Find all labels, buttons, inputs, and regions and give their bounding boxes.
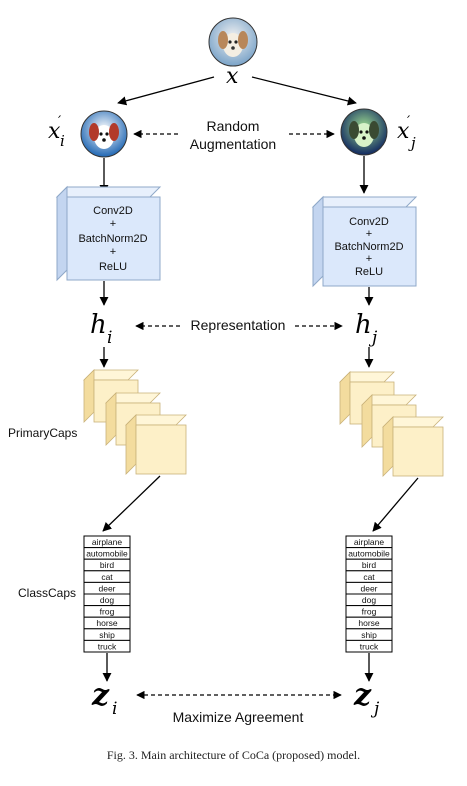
x-label: x xyxy=(226,64,239,89)
encoder-j-batchnorm: BatchNorm2D xyxy=(334,241,403,253)
classcaps-label: ClassCaps xyxy=(18,586,76,600)
augmented-image-i xyxy=(80,110,128,158)
arrow-x-to-xj xyxy=(251,76,357,106)
class-label-j: ship xyxy=(361,630,377,640)
class-label-i: ship xyxy=(99,630,115,640)
class-label-i: airplane xyxy=(92,537,123,547)
class-label-j: frog xyxy=(362,607,377,617)
class-label-j: bird xyxy=(362,560,376,570)
class-label-j: cat xyxy=(363,572,375,582)
hj-subscript: j xyxy=(368,328,378,348)
random-label: Random xyxy=(207,118,260,134)
class-label-i: deer xyxy=(98,583,115,593)
xj-label: x xyxy=(397,119,410,144)
encoder-j-plus2: + xyxy=(366,253,372,265)
arrow-primary-to-class-j xyxy=(372,477,419,532)
zj-subscript: j xyxy=(370,699,380,719)
representation-label: Representation xyxy=(191,317,286,333)
encoder-j-relu: ReLU xyxy=(355,266,383,278)
figure-caption: Fig. 3. Main architecture of CoCa (propo… xyxy=(106,748,361,762)
class-label-i: bird xyxy=(100,560,114,570)
primarycaps-label: PrimaryCaps xyxy=(8,426,77,440)
primary-capsules-i xyxy=(83,369,187,475)
class-label-i: truck xyxy=(98,641,117,651)
xi-label: x xyxy=(48,119,61,144)
class-label-i: horse xyxy=(96,618,118,628)
arrow-primary-to-class-i xyxy=(102,475,161,532)
zj-label: z xyxy=(353,678,372,713)
class-label-j: horse xyxy=(358,618,380,628)
hi-subscript: i xyxy=(107,328,112,348)
primary-capsules-j xyxy=(339,371,444,477)
encoder-block-i: Conv2D + BatchNorm2D + ReLU xyxy=(55,185,162,282)
class-label-i: automobile xyxy=(86,549,128,559)
zi-label: z xyxy=(91,678,110,713)
hj-label: h xyxy=(355,310,372,340)
class-cell-i xyxy=(83,639,131,653)
class-label-j: dog xyxy=(362,595,376,605)
encoder-j-plus1: + xyxy=(366,228,372,240)
class-label-j: truck xyxy=(360,641,379,651)
encoder-i-relu: ReLU xyxy=(99,261,127,273)
maximize-agreement-label: Maximize Agreement xyxy=(173,709,304,725)
arrow-x-to-xi xyxy=(117,76,215,106)
encoder-i-batchnorm: BatchNorm2D xyxy=(78,233,147,245)
class-label-i: frog xyxy=(100,607,115,617)
class-label-j: deer xyxy=(360,583,377,593)
class-label-i: cat xyxy=(101,572,113,582)
zi-subscript: i xyxy=(112,699,117,719)
encoder-block-j: Conv2D + BatchNorm2D + ReLU xyxy=(311,195,418,288)
class-cell-j xyxy=(345,639,393,653)
augmented-image-j xyxy=(340,108,388,156)
input-image xyxy=(208,17,258,67)
encoder-i-conv2d: Conv2D xyxy=(93,205,133,217)
class-label-j: automobile xyxy=(348,549,390,559)
class-label-i: dog xyxy=(100,595,114,605)
encoder-i-plus1: + xyxy=(110,218,116,230)
hi-label: h xyxy=(90,310,107,340)
encoder-j-conv2d: Conv2D xyxy=(349,216,389,228)
xj-prime: ′ xyxy=(407,114,411,130)
augmentation-label: Augmentation xyxy=(190,136,276,152)
xi-subscript: i xyxy=(60,132,65,150)
xj-subscript: j xyxy=(408,134,416,152)
encoder-i-plus2: + xyxy=(110,246,116,258)
class-label-j: airplane xyxy=(354,537,385,547)
xi-prime: ′ xyxy=(58,114,62,130)
